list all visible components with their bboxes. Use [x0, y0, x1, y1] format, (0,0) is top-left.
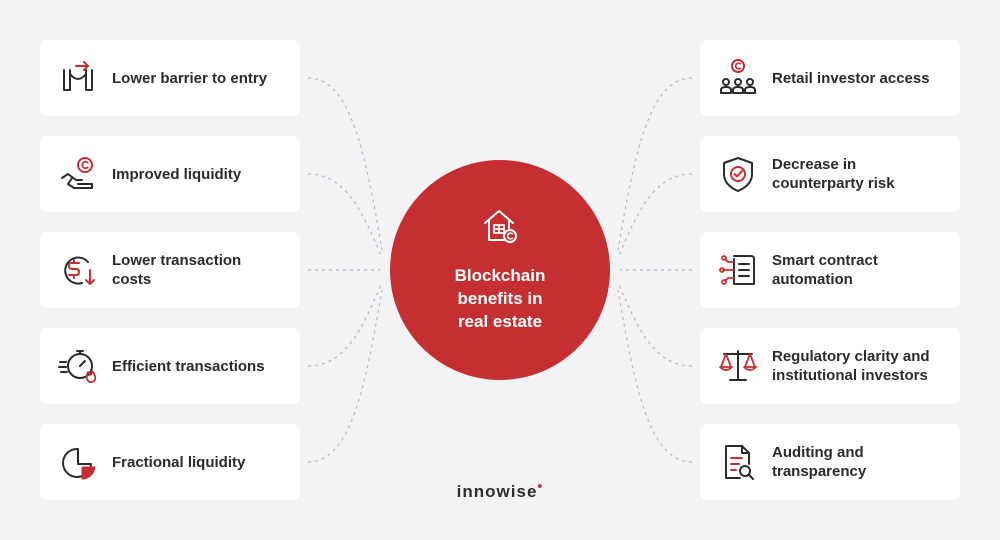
shield-check-icon: [718, 154, 758, 194]
benefit-card-counterparty-risk: Decrease in counterparty risk: [700, 136, 960, 212]
connector-left-0: [307, 77, 383, 251]
connector-right-3: [617, 281, 693, 367]
benefit-label: Lower barrier to entry: [112, 69, 268, 87]
benefit-label: Improved liquidity: [112, 165, 242, 183]
benefit-card-improved-liquidity: Improved liquidity: [40, 136, 300, 212]
benefit-label: Lower transaction costs: [112, 252, 242, 288]
benefit-card-efficient-transactions: Efficient transactions: [40, 328, 300, 404]
connector-left-1: [307, 173, 383, 259]
benefit-label: Auditing and transparency: [772, 444, 867, 480]
benefit-card-lower-barrier: Lower barrier to entry: [40, 40, 300, 116]
central-hub: Blockchain benefits in real estate: [390, 160, 610, 380]
benefit-card-auditing-transparency: Auditing and transparency: [700, 424, 960, 500]
connector-right-1: [617, 173, 693, 259]
benefit-card-lower-costs: Lower transaction costs: [40, 232, 300, 308]
hub-title: Blockchain benefits in real estate: [454, 266, 546, 331]
scales-icon: [718, 346, 758, 386]
investors-coin-icon: [718, 58, 758, 98]
brand-logo-text: innowise: [456, 482, 538, 501]
connector-right-4: [617, 289, 693, 463]
benefit-card-regulatory-clarity: Regulatory clarity and institutional inv…: [700, 328, 960, 404]
dollar-down-icon: [58, 250, 98, 290]
connector-left-3: [307, 281, 383, 367]
benefit-label: Smart contract automation: [772, 252, 878, 288]
barrier-arrow-icon: [58, 58, 98, 98]
benefit-label: Regulatory clarity and institutional inv…: [772, 348, 930, 384]
benefit-label: Fractional liquidity: [112, 453, 246, 471]
connector-right-0: [617, 77, 693, 251]
hand-coin-icon: [58, 154, 98, 194]
benefit-card-retail-investor-access: Retail investor access: [700, 40, 960, 116]
brand-logo: innowise•: [430, 478, 570, 506]
pie-slice-icon: [58, 442, 98, 482]
benefit-card-smart-contract-automation: Smart contract automation: [700, 232, 960, 308]
brand-logo-dot: •: [537, 477, 544, 494]
benefit-label: Decrease in counterparty risk: [772, 156, 895, 192]
benefit-card-fractional-liquidity: Fractional liquidity: [40, 424, 300, 500]
benefit-label: Efficient transactions: [112, 357, 265, 375]
contract-circuit-icon: [718, 250, 758, 290]
stopwatch-fire-icon: [58, 346, 98, 386]
document-search-icon: [718, 442, 758, 482]
house-coin-icon: [480, 206, 520, 246]
benefit-label: Retail investor access: [772, 69, 930, 87]
connector-left-4: [307, 289, 383, 463]
